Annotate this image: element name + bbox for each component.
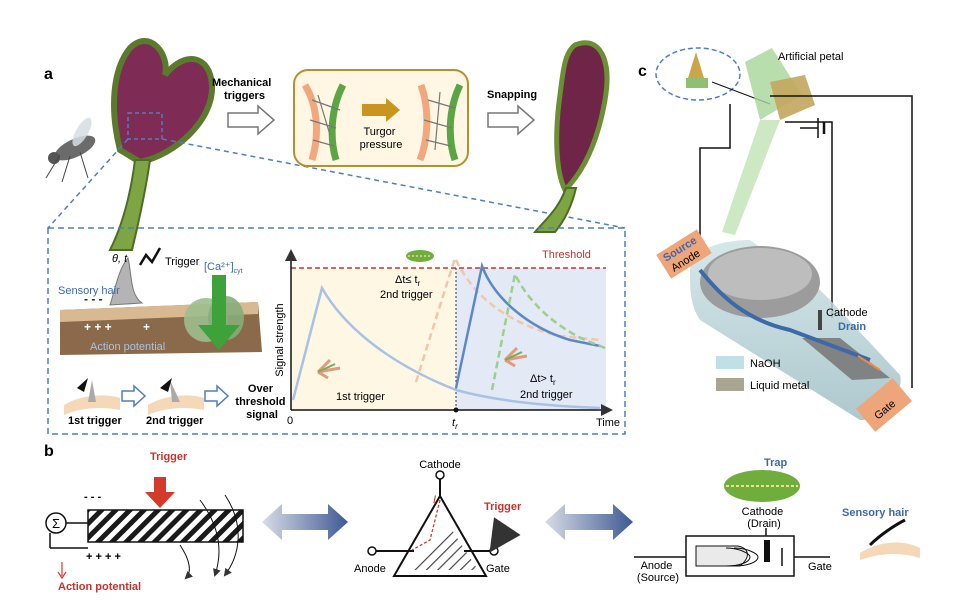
annotation-late-top: Δt> tr — [530, 373, 556, 387]
device-illustration — [655, 47, 913, 432]
action-potential-diagram: Σ - - - - + + + + — [45, 477, 244, 580]
leaf-icon-top — [406, 250, 434, 262]
c-cathode-label: Cathode — [826, 307, 868, 319]
calcium-label: [Ca²⁺]cyt — [204, 261, 243, 275]
annotation-early-bottom: 2nd trigger — [380, 289, 433, 301]
device-schematic — [634, 470, 920, 577]
trap-label: Trap — [764, 457, 788, 469]
x-tick-tr: tr — [452, 417, 458, 431]
b-cathode-drain-label: Cathode (Drain) — [742, 506, 787, 530]
mechanical-label: Mechanical triggers — [212, 77, 274, 102]
threshold-label: Threshold — [542, 249, 591, 261]
b-cathode-label: Cathode — [419, 459, 461, 471]
b-anode-source-label: Anode (Source) — [637, 560, 679, 584]
flytrap-closed-illustration — [532, 40, 610, 233]
legend-naoh-swatch — [716, 356, 744, 369]
sensory-hair-icon — [868, 518, 906, 547]
double-arrow-right — [545, 504, 633, 540]
inset-trigger-label: Trigger — [165, 256, 200, 268]
skin-icon — [860, 542, 920, 560]
b-trigger-label: Trigger — [150, 451, 188, 463]
transistor-symbol — [367, 470, 521, 577]
signal-chart: Threshold Time 0 tr Signal strength 1st … — [274, 249, 620, 431]
trigger-sequence — [64, 378, 230, 415]
annotation-first-trigger: 1st trigger — [336, 391, 385, 403]
annotation-late-bottom: 2nd trigger — [520, 389, 573, 401]
b-anode-label: Anode — [354, 563, 386, 575]
b-gate2-label: Gate — [808, 561, 832, 573]
svg-text:- - -: - - - — [84, 292, 103, 306]
current-label: I — [433, 494, 436, 506]
c-drain-label: Drain — [838, 321, 866, 333]
series-second-tr — [454, 261, 601, 389]
hatched-membrane — [87, 509, 244, 543]
second-trigger-label: 2nd trigger — [146, 415, 204, 427]
b-sensory-hair-label: Sensory hair — [842, 507, 909, 519]
legend-metal-label: Liquid metal — [750, 380, 809, 392]
svg-text:- - -: - - - — [84, 491, 101, 503]
snapping-label: Snapping — [487, 89, 537, 101]
b-action-potential-label: Action potential — [58, 581, 141, 593]
x-tick-0: 0 — [287, 415, 293, 427]
first-trigger-label: 1st trigger — [68, 415, 123, 427]
theta-t-label: θ, t — [112, 253, 128, 265]
flytrap-open-illustration — [108, 38, 216, 251]
tr-point — [453, 407, 459, 413]
svg-text:+: + — [143, 320, 150, 334]
series-second-late — [490, 269, 606, 391]
b-gate-label: Gate — [486, 563, 510, 575]
legend-metal-swatch — [716, 378, 744, 391]
right-arrow-icon — [227, 104, 276, 136]
artificial-petal-label: Artificial petal — [778, 51, 843, 63]
right-arrow-icon — [487, 104, 536, 136]
sensory-hair-label: Sensory hair — [58, 285, 120, 297]
sensory-hair-diagram: - - - + + + + — [60, 256, 262, 355]
annotation-early-top: Δt≤ tr — [395, 274, 421, 288]
y-axis-label: Signal strength — [274, 303, 286, 376]
turgor-label: Turgor pressure — [360, 126, 403, 151]
sprout-icon-first — [316, 358, 341, 380]
sprout-icon-late — [503, 346, 528, 368]
mosquito-icon — [45, 117, 96, 183]
action-potential-label: Action potential — [90, 341, 165, 353]
trigger-arrow-icon — [145, 477, 175, 508]
b-trigger2-label: Trigger — [484, 501, 522, 513]
pressure-arrow-icon — [362, 98, 400, 122]
over-threshold-label: Over threshold signal — [235, 383, 288, 421]
double-arrow-left — [262, 504, 348, 540]
svg-text:+ + +: + + + — [84, 320, 112, 334]
panel-label-c: c — [638, 63, 647, 80]
turgor-box: Turgor pressure — [293, 69, 469, 167]
inset-frame — [47, 227, 626, 435]
series-first-trigger — [291, 284, 601, 410]
legend-naoh-label: NaOH — [750, 358, 781, 370]
svg-text:+ + + +: + + + + — [86, 551, 121, 563]
lightning-icon — [138, 247, 162, 266]
x-axis-label: Time — [596, 417, 620, 429]
sigma-symbol: Σ — [52, 516, 60, 531]
panel-label-a: a — [44, 66, 53, 83]
panel-label-b: b — [44, 443, 54, 460]
